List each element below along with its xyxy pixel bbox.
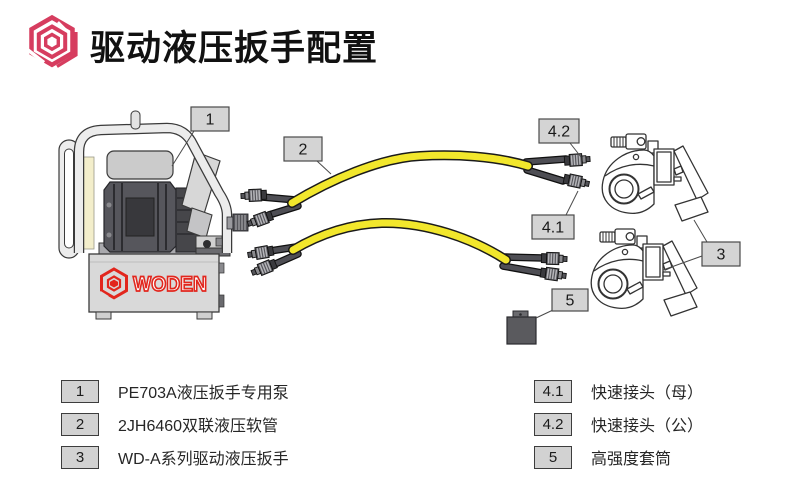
- pump-motor: [103, 181, 177, 253]
- coupler-female-icon: [562, 172, 591, 191]
- legend-label: PE703A液压扳手专用泵: [118, 385, 289, 402]
- legend-badge: 1: [61, 379, 99, 403]
- pump-frame: [73, 122, 233, 253]
- legend-item-socket: 5 高强度套筒: [534, 445, 703, 469]
- coupler-male-icon: [563, 152, 592, 168]
- callout-coupler-male: 4.2: [538, 118, 582, 158]
- legend-label: WD-A系列驱动液压扳手: [118, 451, 289, 468]
- callout-label: 4.2: [548, 124, 570, 141]
- page-header: 驱动液压扳手配置: [0, 0, 804, 90]
- legend-badge: 5: [534, 445, 572, 469]
- hydraulic-pump: WODEN: [58, 110, 249, 320]
- coupler-icon: [249, 257, 279, 280]
- callout-hose: 2: [283, 136, 332, 175]
- legend-badge: 4.1: [534, 379, 572, 403]
- legend-label: 快速接头（公）: [591, 418, 704, 435]
- legend-item-coupler-male: 4.2 快速接头（公）: [534, 412, 703, 436]
- coupler-icon: [539, 265, 568, 283]
- legend-item-pump: 1 PE703A液压扳手专用泵: [61, 379, 289, 403]
- legend-left-column: 1 PE703A液压扳手专用泵 2 2JH6460双联液压软管 3 WD-A系列…: [61, 379, 289, 469]
- callout-label: 4.1: [542, 220, 564, 237]
- callout-label: 1: [206, 112, 215, 129]
- brand-hexagon-icon: [27, 14, 78, 68]
- legend-badge: 4.2: [534, 412, 572, 436]
- legend-badge: 3: [61, 445, 99, 469]
- hydraulic-wrench-upper: [601, 133, 709, 222]
- legend-item-coupler-female: 4.1 快速接头（母）: [534, 379, 703, 403]
- callout-coupler-female: 4.1: [531, 190, 579, 240]
- legend-item-wrench: 3 WD-A系列驱动液压扳手: [61, 445, 289, 469]
- coupler-icon: [245, 208, 275, 231]
- twin-hose-upper: [239, 150, 592, 231]
- legend-right-column: 4.1 快速接头（母） 4.2 快速接头（公） 5 高强度套筒: [534, 379, 703, 469]
- callout-label: 5: [566, 293, 575, 310]
- callout-wrench: 3: [662, 219, 741, 271]
- twin-hose-lower: [246, 217, 568, 283]
- callout-label: 3: [717, 247, 726, 264]
- callout-socket: 5: [535, 288, 589, 319]
- callout-label: 2: [299, 142, 308, 159]
- pump-outlet-port: [226, 213, 249, 232]
- page-title: 驱动液压扳手配置: [90, 29, 379, 68]
- legend-label: 高强度套筒: [591, 451, 672, 468]
- woden-wordmark: WODEN: [133, 273, 207, 296]
- coupler-icon: [540, 251, 568, 266]
- callout-pump: 1: [171, 106, 230, 167]
- legend-item-hose: 2 2JH6460双联液压软管: [61, 412, 289, 436]
- legend-label: 快速接头（母）: [591, 385, 704, 402]
- coupler-icon: [246, 243, 275, 262]
- impact-socket: [506, 310, 537, 345]
- woden-hexagon-icon: [99, 267, 128, 300]
- legend-badge: 2: [61, 412, 99, 436]
- legend-label: 2JH6460双联液压软管: [118, 418, 279, 435]
- hydraulic-wrench-lower: [590, 228, 698, 317]
